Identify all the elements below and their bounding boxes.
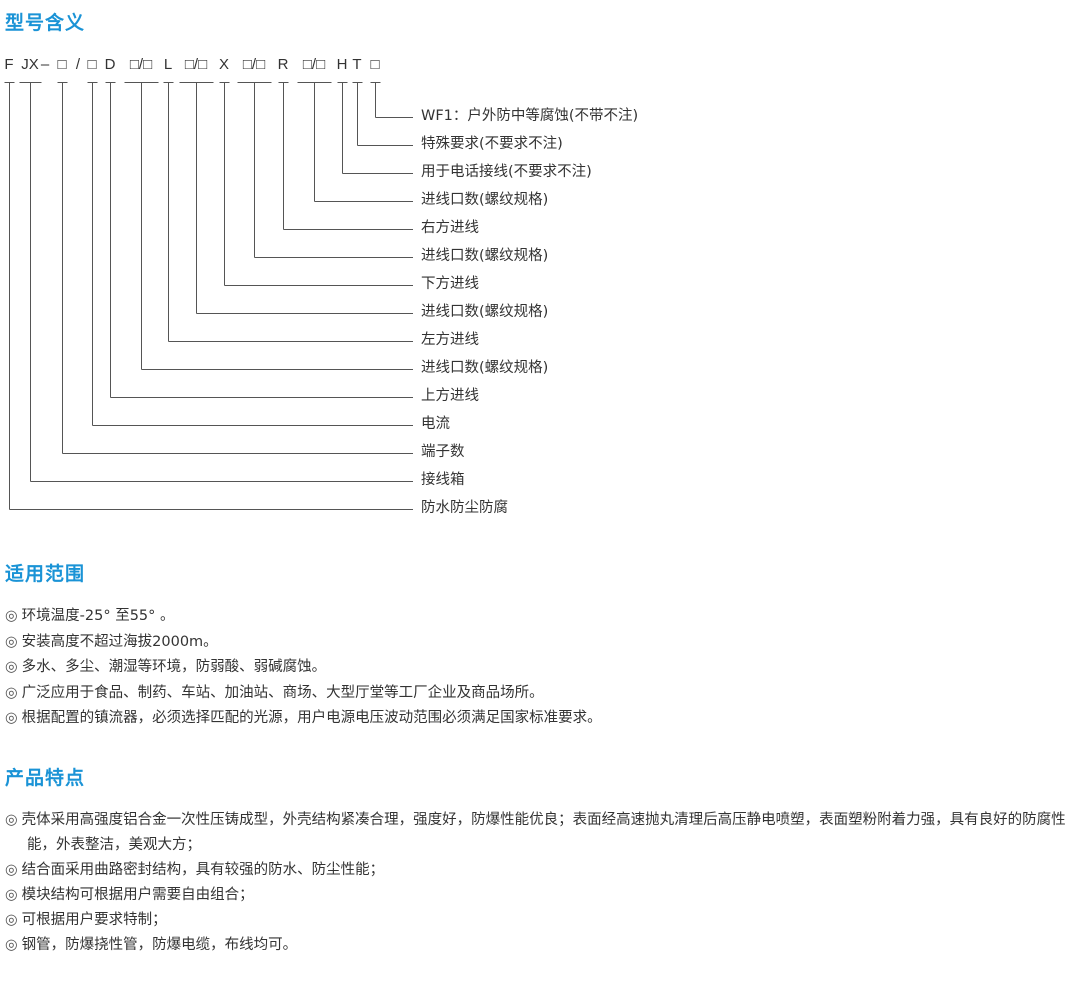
- features-list: ◎壳体采用高强度铝合金一次性压铸成型，外壳结构紧凑合理，强度好，防爆性能优良；表…: [5, 808, 1068, 958]
- code-token: □/□: [302, 56, 326, 73]
- model-label: 下方进线: [421, 276, 479, 292]
- code-token: □/□: [129, 56, 153, 73]
- bullet-icon: ◎: [5, 659, 18, 675]
- list-item: ◎结合面采用曲路密封结构，具有较强的防水、防尘性能；: [5, 858, 1068, 883]
- code-token: □: [370, 56, 380, 73]
- list-item-text: 壳体采用高强度铝合金一次性压铸成型，外壳结构紧凑合理，强度好，防爆性能优良；表面…: [21, 812, 1066, 853]
- list-item: ◎钢管，防爆挠性管，防爆电缆，布线均可。: [5, 933, 1068, 958]
- list-item: ◎根据配置的镇流器，必须选择匹配的光源，用户电源电压波动范围必须满足国家标准要求…: [5, 706, 602, 732]
- section-title-model: 型号含义: [5, 12, 86, 34]
- list-item-text: 结合面采用曲路密封结构，具有较强的防水、防尘性能；: [21, 862, 385, 878]
- model-label: 端子数: [421, 444, 465, 460]
- list-item-text: 钢管，防爆挠性管，防爆电缆，布线均可。: [21, 937, 298, 953]
- model-label: 左方进线: [421, 332, 479, 348]
- bullet-icon: ◎: [5, 608, 18, 624]
- list-item: ◎多水、多尘、潮湿等环境，防弱酸、弱碱腐蚀。: [5, 655, 602, 681]
- code-token: /: [75, 56, 81, 73]
- model-label: 右方进线: [421, 220, 479, 236]
- model-label: 电流: [421, 416, 450, 432]
- code-token: JX: [21, 56, 39, 73]
- code-token: R: [277, 56, 289, 73]
- code-token: □/□: [242, 56, 266, 73]
- model-label: 用于电话接线(不要求不注): [421, 164, 592, 180]
- section-title-scope: 适用范围: [5, 563, 86, 585]
- bullet-icon: ◎: [5, 684, 18, 701]
- bullet-icon: ◎: [5, 633, 18, 650]
- model-label: 上方进线: [421, 388, 479, 404]
- bullet-icon: ◎: [5, 887, 18, 903]
- list-item: ◎环境温度-25° 至55° 。: [5, 604, 602, 630]
- bullet-icon: ◎: [5, 862, 18, 878]
- model-label: 特殊要求(不要求不注): [421, 136, 563, 152]
- list-item-text: 根据配置的镇流器，必须选择匹配的光源，用户电源电压波动范围必须满足国家标准要求。: [21, 710, 602, 726]
- bullet-icon: ◎: [5, 912, 18, 928]
- model-label: 防水防尘防腐: [421, 500, 508, 516]
- model-label: 进线口数(螺纹规格): [421, 248, 549, 264]
- list-item-text: 多水、多尘、潮湿等环境，防弱酸、弱碱腐蚀。: [21, 659, 327, 675]
- code-token: T: [352, 56, 362, 73]
- model-label: 进线口数(螺纹规格): [421, 304, 549, 320]
- list-item: ◎模块结构可根据用户需要自由组合；: [5, 883, 1068, 908]
- list-item: ◎安装高度不超过海拔2000m。: [5, 630, 602, 656]
- list-item: ◎可根据用户要求特制；: [5, 908, 1068, 933]
- list-item: ◎广泛应用于食品、制药、车站、加油站、商场、大型厅堂等工厂企业及商品场所。: [5, 681, 602, 707]
- code-token: □: [87, 56, 97, 73]
- code-token: D: [104, 56, 116, 73]
- model-label: WF1：户外防中等腐蚀(不带不注): [421, 108, 639, 124]
- code-token: □/□: [184, 56, 208, 73]
- list-item: ◎壳体采用高强度铝合金一次性压铸成型，外壳结构紧凑合理，强度好，防爆性能优良；表…: [5, 808, 1068, 858]
- list-item-text: 可根据用户要求特制；: [21, 912, 167, 928]
- bullet-icon: ◎: [5, 937, 18, 953]
- code-token: L: [163, 56, 173, 73]
- code-token: –: [40, 56, 50, 73]
- model-label: 进线口数(螺纹规格): [421, 192, 549, 208]
- model-label: 接线箱: [421, 472, 465, 488]
- scope-list: ◎环境温度-25° 至55° 。◎安装高度不超过海拔2000m。◎多水、多尘、潮…: [5, 604, 602, 732]
- list-item-text: 环境温度-25° 至55° 。: [21, 608, 175, 624]
- list-item-text: 安装高度不超过海拔2000m。: [21, 633, 218, 650]
- code-token: F: [4, 56, 14, 73]
- list-item-text: 广泛应用于食品、制药、车站、加油站、商场、大型厅堂等工厂企业及商品场所。: [21, 684, 544, 701]
- section-title-features: 产品特点: [5, 767, 86, 789]
- bullet-icon: ◎: [5, 812, 18, 828]
- model-code-diagram: [4, 82, 413, 510]
- code-token: □: [57, 56, 67, 73]
- code-token: X: [218, 56, 230, 73]
- code-token: H: [336, 56, 348, 73]
- list-item-text: 模块结构可根据用户需要自由组合；: [21, 887, 254, 903]
- bullet-icon: ◎: [5, 710, 18, 726]
- model-label: 进线口数(螺纹规格): [421, 360, 549, 376]
